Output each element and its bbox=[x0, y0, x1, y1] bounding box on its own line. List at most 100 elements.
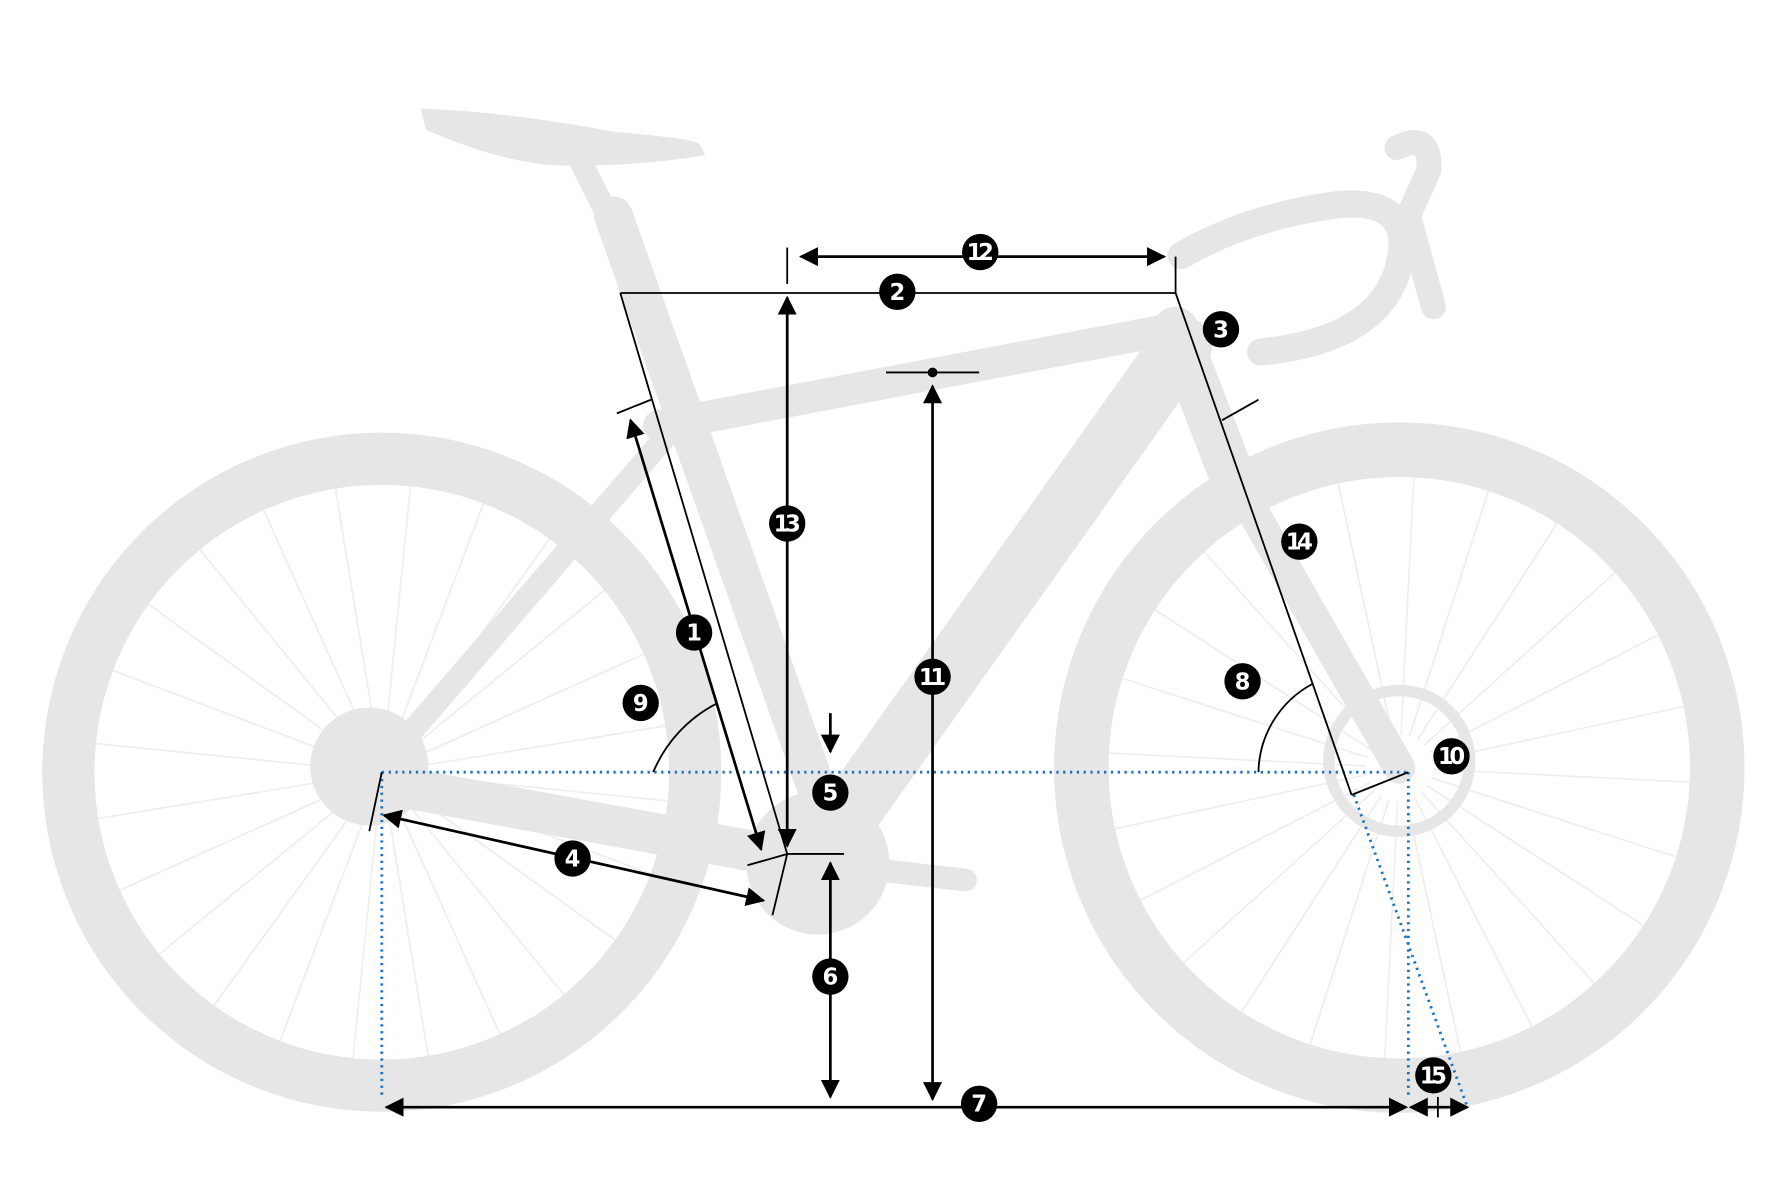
seatstay bbox=[374, 420, 682, 773]
marker-circle bbox=[879, 273, 916, 311]
spoke bbox=[414, 724, 668, 768]
marker-label: 12 bbox=[967, 240, 994, 266]
spoke bbox=[412, 652, 646, 760]
marker-label: 6 bbox=[822, 965, 838, 991]
marker-13: 13 bbox=[769, 505, 806, 542]
marker-8: 8 bbox=[1224, 663, 1261, 700]
handlebar bbox=[1167, 190, 1416, 366]
marker-circle bbox=[1224, 663, 1261, 700]
marker-label: 3 bbox=[1213, 317, 1229, 343]
marker-label: 14 bbox=[1286, 530, 1313, 556]
top-tube bbox=[642, 313, 1186, 442]
spoke bbox=[157, 792, 357, 956]
spoke bbox=[407, 588, 606, 752]
spoke bbox=[384, 484, 412, 740]
marker-label: 4 bbox=[565, 846, 581, 872]
seatpost bbox=[568, 147, 625, 239]
spoke bbox=[352, 805, 380, 1061]
marker-label: 1 bbox=[686, 620, 702, 646]
front-disc-rotor bbox=[1323, 684, 1476, 837]
bike-silhouette bbox=[42, 108, 1745, 1113]
marker-1: 1 bbox=[675, 614, 713, 651]
marker-label: 13 bbox=[774, 511, 801, 537]
marker-label: 9 bbox=[633, 691, 649, 717]
spoke bbox=[1139, 782, 1370, 902]
marker-circle bbox=[1433, 738, 1470, 775]
bb-tick-down bbox=[771, 853, 789, 916]
spoke bbox=[1383, 800, 1399, 1059]
marker-circle bbox=[962, 233, 999, 271]
spoke bbox=[393, 501, 485, 742]
marker-10: 10 bbox=[1433, 738, 1470, 775]
marker-circle bbox=[1415, 1057, 1452, 1094]
marker-circle bbox=[622, 684, 659, 722]
spoke bbox=[1309, 799, 1390, 1046]
spoke bbox=[1413, 797, 1533, 1028]
spoke bbox=[118, 785, 352, 892]
marker-5: 5 bbox=[812, 774, 849, 811]
spoke bbox=[111, 669, 351, 761]
saddle bbox=[420, 108, 706, 166]
marker-circle bbox=[1281, 523, 1318, 560]
marker-circle bbox=[960, 1085, 998, 1122]
head-angle-arc bbox=[1257, 682, 1314, 773]
front-wheel bbox=[1054, 422, 1745, 1113]
seat-tube-tick bbox=[616, 398, 652, 415]
standover-point bbox=[927, 367, 938, 378]
spoke bbox=[278, 803, 371, 1043]
marker-7: 7 bbox=[960, 1085, 998, 1122]
spoke bbox=[1108, 752, 1367, 767]
spoke bbox=[262, 508, 369, 742]
spoke bbox=[1405, 800, 1462, 1053]
head-tube-tick bbox=[1221, 398, 1259, 421]
marker-circle bbox=[769, 505, 806, 542]
marker-3: 3 bbox=[1202, 311, 1240, 348]
marker-circle bbox=[554, 840, 591, 877]
brake-lever bbox=[1384, 130, 1446, 320]
marker-12: 12 bbox=[962, 233, 999, 271]
fork-offset-tick bbox=[1351, 771, 1409, 796]
spoke bbox=[146, 602, 356, 754]
fork bbox=[1210, 449, 1416, 784]
marker-circle bbox=[812, 774, 849, 811]
marker-label: 8 bbox=[1235, 669, 1251, 695]
spoke bbox=[1427, 785, 1645, 927]
marker-circle bbox=[812, 958, 849, 995]
marker-circle bbox=[914, 658, 951, 695]
spoke bbox=[1240, 795, 1382, 1013]
steering-axis-extension bbox=[1352, 794, 1469, 1108]
marker-15: 15 bbox=[1415, 1057, 1452, 1094]
marker-label: 15 bbox=[1420, 1063, 1447, 1089]
marker-label: 10 bbox=[1438, 744, 1465, 770]
marker-14: 14 bbox=[1281, 523, 1318, 560]
spoke bbox=[96, 776, 350, 820]
spoke bbox=[1421, 792, 1596, 985]
spoke bbox=[198, 548, 362, 747]
marker-circle bbox=[675, 614, 713, 651]
spoke bbox=[1430, 777, 1677, 858]
marker-circle bbox=[1202, 311, 1240, 348]
spoke bbox=[212, 798, 363, 1008]
steering-axis-line bbox=[1174, 292, 1353, 796]
marker-label: 5 bbox=[822, 781, 838, 807]
marker-2: 2 bbox=[879, 273, 916, 311]
rear-axle-tick bbox=[368, 772, 383, 832]
spoke bbox=[386, 804, 430, 1058]
rear-cassette bbox=[310, 707, 429, 826]
marker-9: 9 bbox=[622, 684, 659, 722]
marker-4: 4 bbox=[554, 840, 591, 877]
spoke bbox=[1114, 773, 1367, 830]
marker-label: 7 bbox=[971, 1092, 987, 1118]
marker-label: 11 bbox=[919, 665, 946, 691]
marker-6: 6 bbox=[812, 958, 849, 995]
spoke bbox=[1432, 768, 1691, 784]
marker-11: 11 bbox=[914, 658, 951, 695]
marker-label: 2 bbox=[889, 280, 905, 306]
spoke bbox=[334, 486, 378, 740]
spoke bbox=[93, 742, 349, 770]
spoke bbox=[1182, 789, 1375, 964]
down-tube bbox=[815, 315, 1212, 849]
